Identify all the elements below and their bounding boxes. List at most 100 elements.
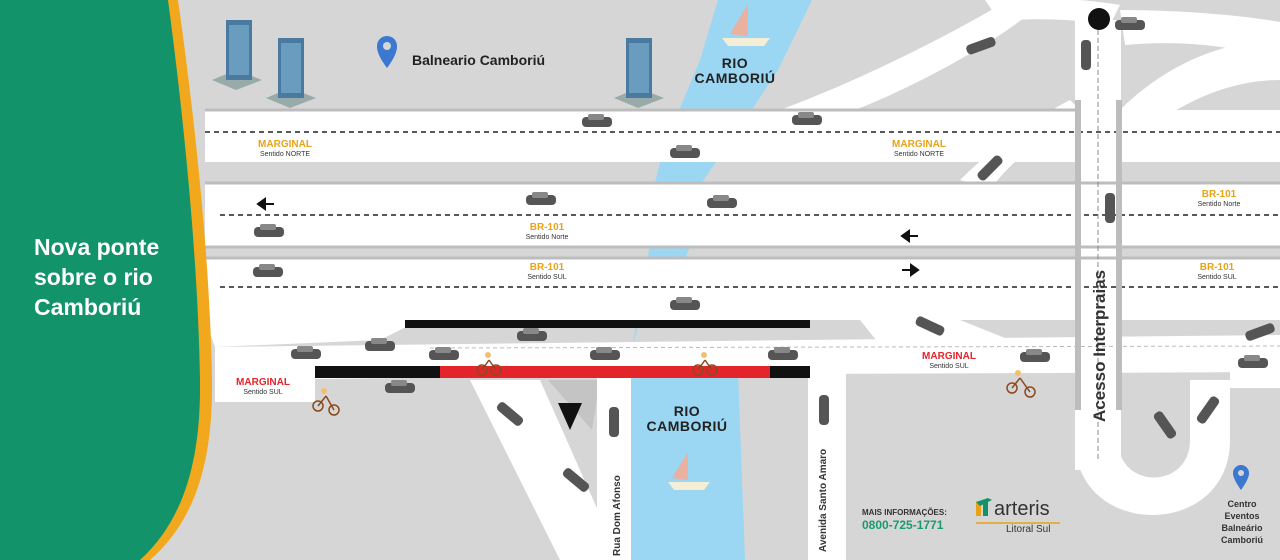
car-icon <box>609 407 619 437</box>
info-label: MAIS INFORMAÇÕES: <box>862 508 947 517</box>
car-icon <box>768 347 798 360</box>
car-icon <box>1196 396 1220 424</box>
ramp-north <box>780 5 1040 112</box>
car-icon <box>254 224 284 237</box>
building-icon <box>212 20 262 90</box>
road-direction: Sentido Norte <box>1197 200 1241 208</box>
label-marginal-norte: MARGINAL Sentido NORTE <box>250 139 320 158</box>
car-icon <box>253 264 283 277</box>
car-icon <box>562 468 590 492</box>
car-icon <box>915 316 945 336</box>
car-icon <box>590 347 620 360</box>
loop-top <box>985 0 1120 25</box>
ramp-right <box>1120 40 1280 150</box>
city-label: Balneario Camboriú <box>412 52 546 68</box>
road-direction: Sentido Norte <box>525 233 569 241</box>
bicycle-icon <box>312 388 340 416</box>
road-name: MARGINAL <box>892 139 946 150</box>
road-direction: Sentido SUL <box>929 362 969 370</box>
car-icon <box>1020 349 1050 362</box>
triangle-marker-icon <box>558 403 582 430</box>
road-direction: Sentido SUL <box>1197 273 1237 281</box>
sailboat-icon <box>668 452 710 490</box>
car-icon <box>496 402 524 426</box>
location-pin-icon <box>377 36 397 68</box>
car-icon <box>977 155 1003 181</box>
green-panel <box>0 0 201 560</box>
car-icon <box>792 112 822 125</box>
info-phone: 0800-725-1771 <box>862 518 944 532</box>
car-icon <box>670 145 700 158</box>
car-icon <box>517 328 547 341</box>
cars <box>253 17 1275 492</box>
road-direction: Sentido NORTE <box>893 150 945 158</box>
river-label-line: RIO <box>721 55 749 71</box>
road-name: MARGINAL <box>922 351 976 362</box>
car-icon <box>526 192 556 205</box>
location-pin-icon <box>1233 465 1249 490</box>
marginal-sul-left <box>215 372 315 402</box>
label-marginal-norte: MARGINAL Sentido NORTE <box>884 139 954 158</box>
label-marginal-sul: MARGINAL Sentido SUL <box>914 351 984 370</box>
car-icon <box>429 347 459 360</box>
road-direction: Sentido NORTE <box>259 150 311 158</box>
car-icon <box>1115 17 1145 30</box>
bicycle-icon <box>476 352 502 376</box>
lane-dashes <box>205 131 1280 288</box>
car-icon <box>707 195 737 208</box>
building-icon <box>266 38 316 108</box>
bicycle-icon <box>692 352 718 376</box>
river-gap-1 <box>655 162 712 183</box>
river-label-line: CAMBORIÚ <box>646 417 728 434</box>
new-bridge-red <box>440 366 770 378</box>
river-label-line: RIO <box>673 403 701 419</box>
car-icon <box>819 395 829 425</box>
brand-name: arteris <box>994 498 1050 520</box>
label-br101-sul: BR-101 Sentido SUL <box>512 262 582 281</box>
road-direction: Sentido SUL <box>243 388 283 396</box>
car-icon <box>1105 193 1115 223</box>
road-name: MARGINAL <box>258 139 312 150</box>
sailboat-icon <box>722 4 770 46</box>
arteris-logo-icon <box>976 498 992 516</box>
river-gap-2 <box>648 247 690 258</box>
arrows <box>256 197 920 277</box>
bridge-existing <box>405 320 810 328</box>
road-name: BR-101 <box>529 262 565 273</box>
interpraias-loop <box>1075 380 1230 515</box>
cyclists <box>312 352 1036 416</box>
centro-line: Camboriú <box>1220 535 1263 545</box>
street-acesso-interpraias: Acesso Interpraias <box>1090 269 1109 422</box>
centro-eventos-label: Centro Eventos Balneário Camboriú <box>1210 498 1274 546</box>
page-title: Nova ponte sobre o rio Camboriú <box>34 234 160 320</box>
label-br101-norte: BR-101 Sentido Norte <box>1184 189 1254 208</box>
diagonal-ramp <box>470 380 620 560</box>
building-icon <box>614 38 664 108</box>
arrow-left-icon <box>900 229 918 243</box>
street-rua-dom-afonso: Rua Dom Afonso <box>612 475 623 556</box>
river-label-top: RIO CAMBORIÚ <box>680 56 790 85</box>
brand-sub: Litoral Sul <box>1006 524 1051 535</box>
car-icon <box>365 338 395 351</box>
interpraias-edge-right <box>1116 100 1122 410</box>
centro-line: Eventos <box>1224 511 1260 521</box>
car-icon <box>385 380 415 393</box>
road-name: BR-101 <box>1199 262 1235 273</box>
road-name: BR-101 <box>1201 189 1237 200</box>
street-avenida-santo-amaro: Avenida Santo Amaro <box>818 448 829 552</box>
car-icon <box>291 346 321 359</box>
car-icon <box>582 114 612 127</box>
road-right-stub <box>1230 372 1280 388</box>
car-icon <box>670 297 700 310</box>
connector-left <box>205 320 420 347</box>
car-icon <box>1245 323 1275 341</box>
marginal-sul-dashes <box>429 345 1280 349</box>
arrow-left-icon <box>256 197 274 211</box>
roundabout-dot-icon <box>1088 8 1110 30</box>
label-br101-norte: BR-101 Sentido Norte <box>512 222 582 241</box>
road-edges <box>205 108 1280 260</box>
road-name: MARGINAL <box>236 377 290 388</box>
arrow-right-icon <box>902 263 920 277</box>
